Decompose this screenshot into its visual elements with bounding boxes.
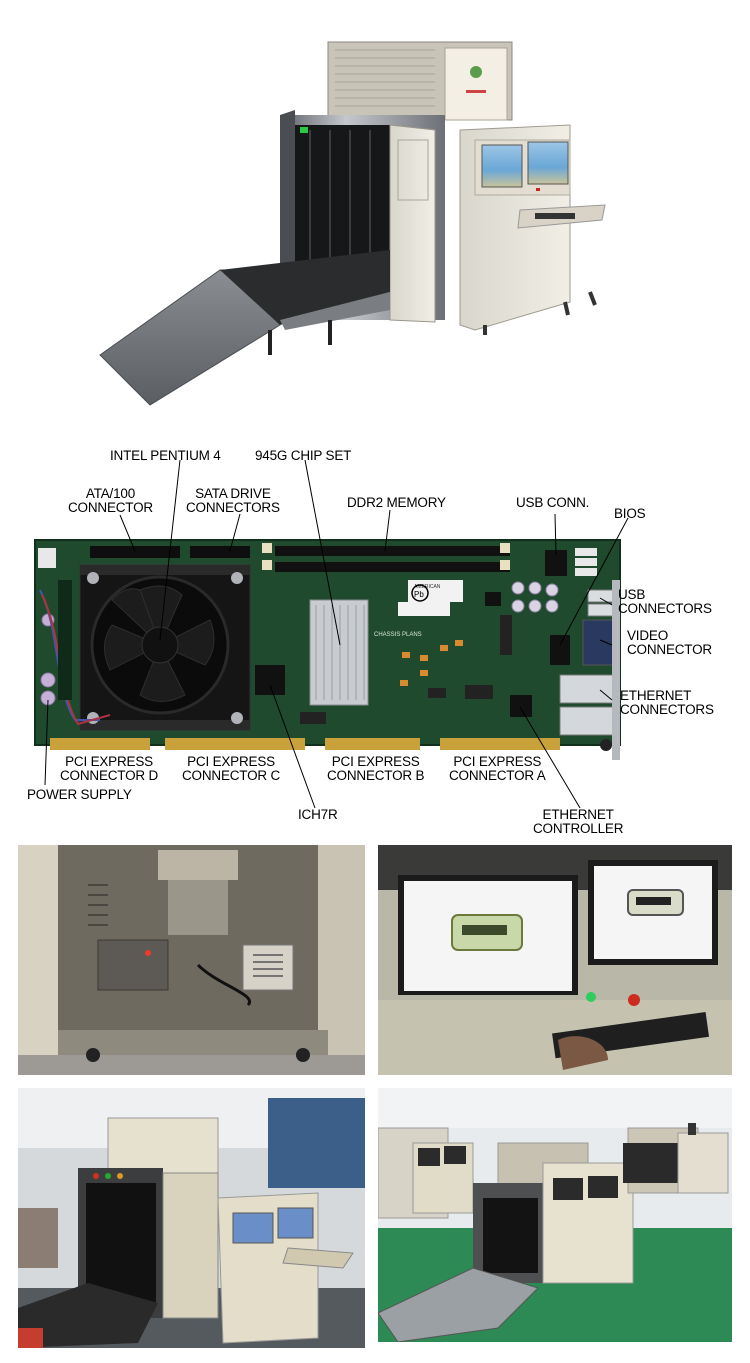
svg-text:AMERICAN: AMERICAN: [414, 584, 441, 590]
label-ich7r: ICH7R: [298, 807, 338, 822]
board-print-chassis-plans: CHASSIS PLANS: [374, 632, 422, 638]
label-bios: BIOS: [614, 506, 646, 521]
xray-scanner-photo: [99, 41, 606, 406]
label-usb-conn: USB CONN.: [516, 495, 590, 510]
label-ddr2-memory: DDR2 MEMORY: [347, 495, 446, 510]
factory-floor-photo: [378, 1088, 732, 1342]
heatsink-icon: [309, 599, 369, 706]
label-power-supply: POWER SUPPLY: [27, 787, 132, 802]
pb-mark: Pb: [414, 590, 424, 599]
scanner-workshop-photo: [18, 1088, 365, 1348]
label-intel-pentium-4: INTEL PENTIUM 4: [110, 448, 221, 463]
label-945g-chipset: 945G CHIP SET: [255, 448, 352, 463]
scanner-interior-photo: [18, 845, 365, 1075]
motherboard-image: AMERICAN Pb CHASSIS PLANS: [34, 459, 629, 809]
motherboard-diagram: AMERICAN Pb CHASSIS PLANS: [0, 430, 750, 840]
operator-monitors-photo: [378, 845, 732, 1075]
